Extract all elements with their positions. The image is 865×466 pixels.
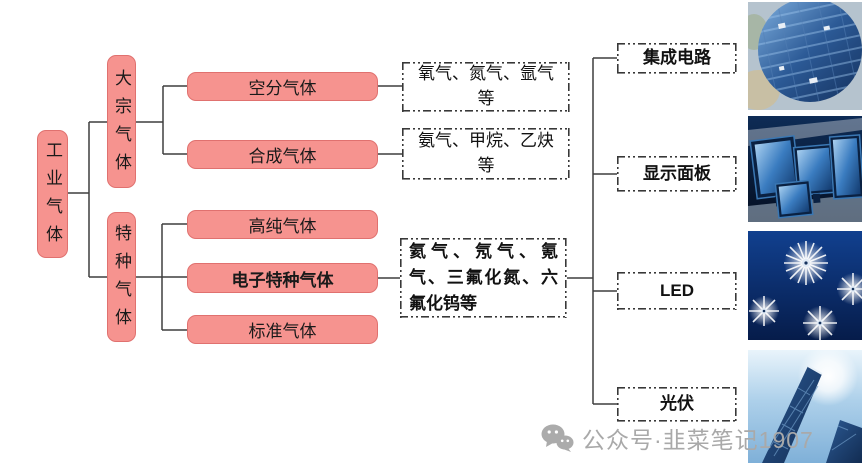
desc-box-air-separation-gases: 氧气、氮气、氩气等 [402,62,570,112]
application-box-led: LED [617,272,737,310]
category-node-standard-gas: 标准气体 [187,315,378,344]
solar-panels-photo [748,350,862,463]
branch-node-specialty-gas: 特种气体 [107,212,136,342]
application-box-photovoltaic: 光伏 [617,387,737,422]
desc-text-air-separation: 氧气、氮气、氩气等 [418,64,554,108]
category-node-high-purity-gas: 高纯气体 [187,210,378,239]
category-node-electronic-specialty-gas: 电子特种气体 [187,263,378,293]
desc-box-synthetic-gases: 氨气、甲烷、乙炔等 [402,128,570,180]
desc-box-electronic-specialty-gases: 氦气、氖气、氪气、三氟化氮、六氟化钨等 [400,238,567,318]
wechat-icon [541,424,574,452]
display-panels-photo [748,116,862,222]
root-node-industrial-gas: 工业气体 [37,130,68,258]
desc-text-synthetic: 氨气、甲烷、乙炔等 [418,131,554,175]
silicon-wafer-photo [748,2,862,110]
category-node-air-separation-gas: 空分气体 [187,72,378,101]
watermark-text: 公众号·韭菜笔记1907 [582,427,814,453]
desc-text-electronic-specialty: 氦气、氖气、氪气、三氟化氮、六氟化钨等 [409,242,558,313]
watermark: 公众号·韭菜笔记1907 [541,421,814,455]
category-node-synthetic-gas: 合成气体 [187,140,378,169]
application-box-display-panel: 显示面板 [617,156,737,192]
branch-node-bulk-gas: 大宗气体 [107,55,136,188]
application-box-integrated-circuit: 集成电路 [617,43,737,74]
led-lights-photo [748,231,862,340]
